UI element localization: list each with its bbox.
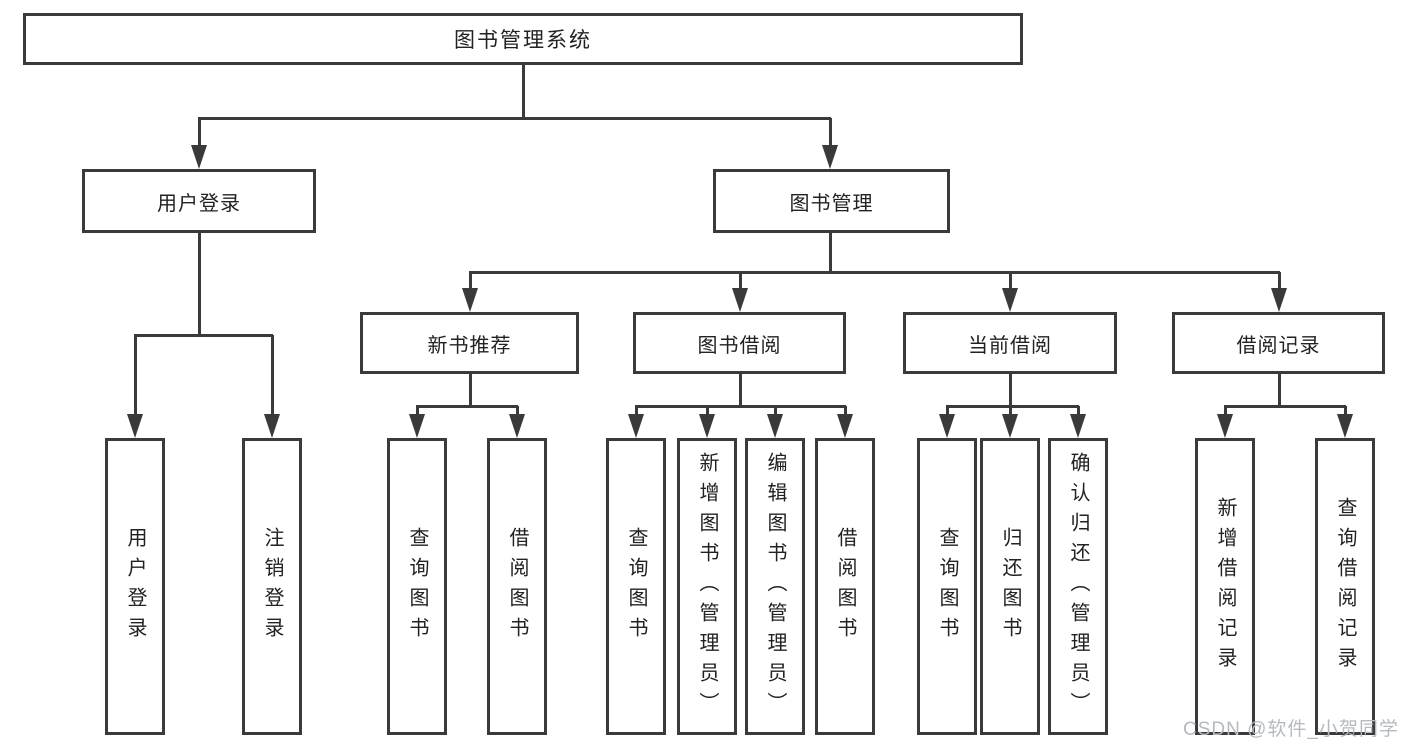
arrowhead-down-icon — [1002, 288, 1018, 312]
node-user-login: 用户登录 — [82, 169, 316, 233]
leaf-label: 归还图书 — [999, 526, 1021, 647]
csdn-watermark: CSDN @软件_小贺同学 — [1183, 719, 1399, 740]
leaf-label: 新增借阅记录 — [1214, 496, 1236, 677]
node-current-borrow: 当前借阅 — [903, 312, 1117, 374]
leaf-label: 编辑图书（管理员） — [764, 451, 786, 722]
leaf-label: 确认归还（管理员） — [1067, 451, 1089, 722]
connector-vline — [1278, 374, 1281, 406]
arrowhead-down-icon — [1070, 414, 1086, 438]
arrowhead-down-icon — [264, 414, 280, 438]
arrowhead-down-icon — [699, 414, 715, 438]
leaf-add-books-admin: 新增图书（管理员） — [677, 438, 737, 735]
leaf-confirm-return-admin: 确认归还（管理员） — [1048, 438, 1108, 735]
connector-vline — [469, 374, 472, 406]
leaf-query-books-current: 查询图书 — [917, 438, 977, 735]
leaf-label: 新增图书（管理员） — [696, 451, 718, 722]
connector-hline — [469, 271, 1280, 274]
arrowhead-down-icon — [1271, 288, 1287, 312]
node-book-borrow: 图书借阅 — [633, 312, 846, 374]
node-library-management-system: 图书管理系统 — [23, 13, 1023, 65]
leaf-edit-books-admin: 编辑图书（管理员） — [745, 438, 805, 735]
connector-vline — [271, 335, 274, 424]
connector-hline — [198, 117, 831, 120]
arrowhead-down-icon — [837, 414, 853, 438]
leaf-label: 查询图书 — [406, 526, 428, 647]
arrowhead-down-icon — [127, 414, 143, 438]
leaf-return-books: 归还图书 — [980, 438, 1040, 735]
arrowhead-down-icon — [462, 288, 478, 312]
leaf-label: 借阅图书 — [834, 526, 856, 647]
leaf-borrow-books: 借阅图书 — [815, 438, 875, 735]
arrowhead-down-icon — [509, 414, 525, 438]
connector-vline — [739, 374, 742, 406]
connector-hline — [635, 405, 846, 408]
arrowhead-down-icon — [409, 414, 425, 438]
leaf-label: 借阅图书 — [506, 526, 528, 647]
arrowhead-down-icon — [939, 414, 955, 438]
node-borrow-records: 借阅记录 — [1172, 312, 1385, 374]
connector-vline — [1009, 374, 1012, 406]
arrowhead-down-icon — [628, 414, 644, 438]
connector-vline — [739, 272, 742, 298]
connector-vline — [829, 233, 832, 272]
node-new-book-recommend: 新书推荐 — [360, 312, 579, 374]
leaf-label: 注销登录 — [261, 526, 283, 647]
arrowhead-down-icon — [732, 288, 748, 312]
arrowhead-down-icon — [822, 145, 838, 169]
connector-vline — [1009, 272, 1012, 298]
node-book-management: 图书管理 — [713, 169, 950, 233]
leaf-borrow-books-recommend: 借阅图书 — [487, 438, 547, 735]
arrowhead-down-icon — [1337, 414, 1353, 438]
connector-vline — [522, 65, 525, 118]
connector-vline — [469, 272, 472, 298]
leaf-label: 用户登录 — [124, 526, 146, 647]
leaf-query-borrow-record: 查询借阅记录 — [1315, 438, 1375, 735]
leaf-add-borrow-record: 新增借阅记录 — [1195, 438, 1255, 735]
connector-hline — [1224, 405, 1346, 408]
connector-hline — [134, 334, 273, 337]
leaf-query-books-recommend: 查询图书 — [387, 438, 447, 735]
arrowhead-down-icon — [1002, 414, 1018, 438]
connector-vline — [198, 233, 201, 335]
leaf-label: 查询图书 — [625, 526, 647, 647]
connector-vline — [829, 118, 832, 155]
leaf-user-login: 用户登录 — [105, 438, 165, 735]
leaf-query-books-borrow: 查询图书 — [606, 438, 666, 735]
leaf-logout: 注销登录 — [242, 438, 302, 735]
arrowhead-down-icon — [1217, 414, 1233, 438]
arrowhead-down-icon — [191, 145, 207, 169]
connector-vline — [198, 118, 201, 155]
connector-vline — [134, 335, 137, 424]
connector-hline — [946, 405, 1079, 408]
leaf-label: 查询借阅记录 — [1334, 496, 1356, 677]
connector-hline — [416, 405, 518, 408]
leaf-label: 查询图书 — [936, 526, 958, 647]
arrowhead-down-icon — [767, 414, 783, 438]
connector-vline — [1278, 272, 1281, 298]
